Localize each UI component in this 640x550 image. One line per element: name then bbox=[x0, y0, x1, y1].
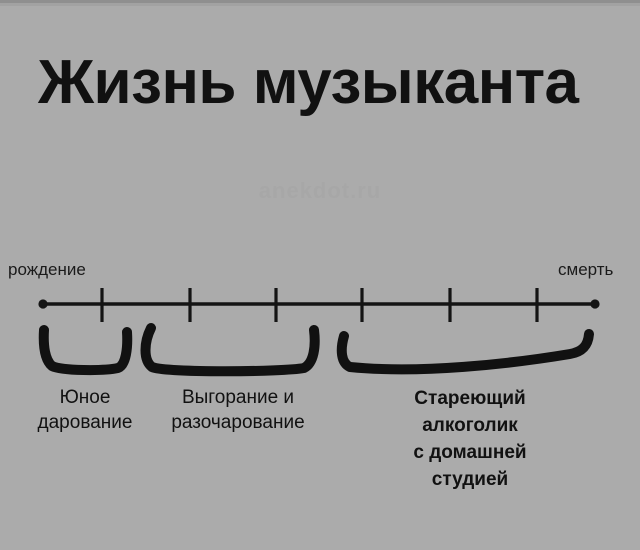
page-title: Жизнь музыканта bbox=[38, 48, 579, 117]
top-edge-strip-secondary bbox=[0, 3, 640, 6]
watermark: anekdot.ru bbox=[258, 178, 382, 203]
segment-bracket-burnout bbox=[140, 323, 320, 377]
segment-label-youth: Юное дарование bbox=[37, 387, 133, 433]
segment-bracket-aging-alcoholic bbox=[336, 329, 594, 375]
timeline-end-label: смерть bbox=[558, 260, 614, 279]
segment-bracket-youth bbox=[38, 325, 133, 376]
timeline-start-dot bbox=[38, 299, 48, 309]
top-edge-strip bbox=[0, 0, 640, 3]
segment-label-aging-alcoholic: Стареющий алкоголик с домашней студией bbox=[413, 388, 527, 490]
timeline-end-dot bbox=[590, 299, 600, 309]
timeline-diagram bbox=[38, 288, 600, 377]
timeline-ticks bbox=[100, 288, 539, 322]
segment-label-burnout: Выгорание и разочарование bbox=[171, 387, 305, 433]
timeline-start-label: рождение bbox=[8, 260, 86, 279]
